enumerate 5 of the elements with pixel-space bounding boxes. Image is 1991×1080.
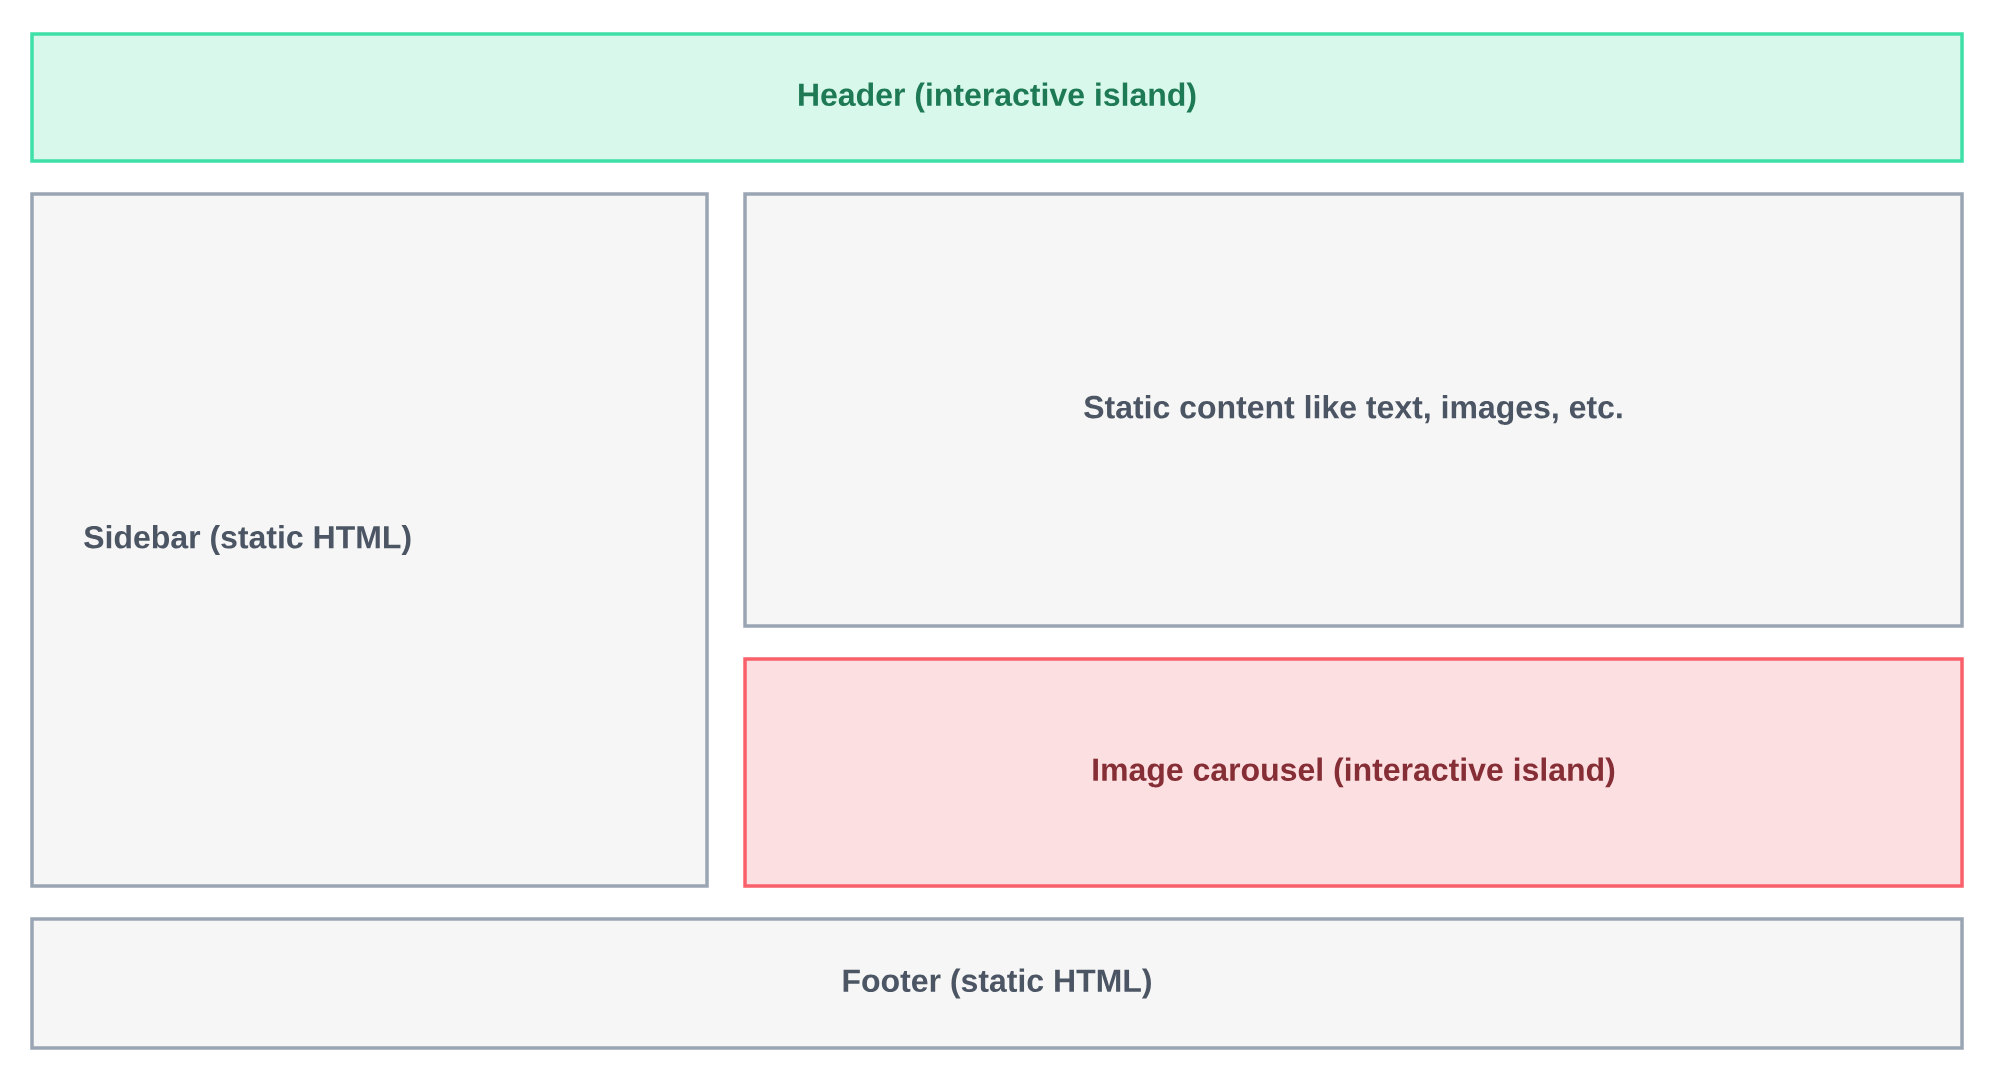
layout-box: Sidebar (static HTML) <box>30 192 709 888</box>
island-box: Header (interactive island) <box>30 32 1964 163</box>
layout-box: Footer (static HTML) <box>30 917 1964 1050</box>
layout-box: Static content like text, images, etc. <box>743 192 1964 628</box>
island-box: Image carousel (interactive island) <box>743 657 1964 888</box>
